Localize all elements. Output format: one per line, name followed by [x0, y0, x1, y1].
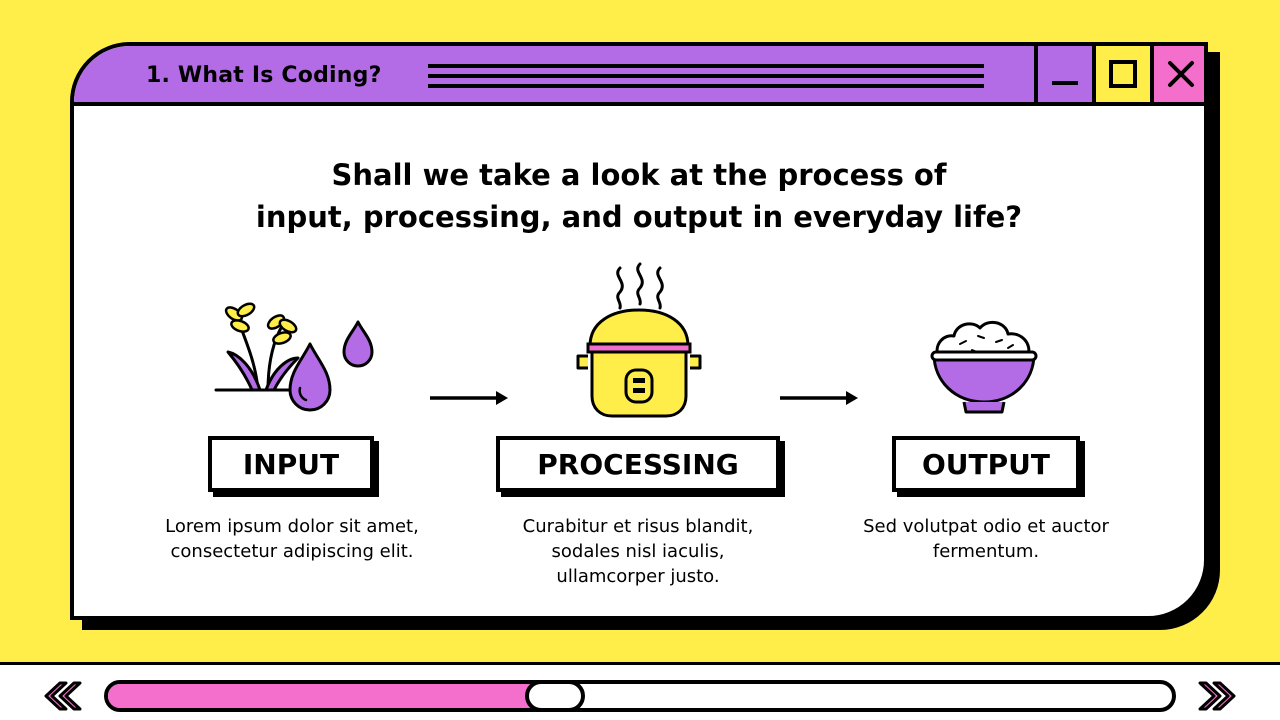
- desc-line: ullamcorper justo.: [556, 566, 720, 587]
- desc-line: consectetur adipiscing elit.: [170, 541, 414, 562]
- slide-heading: Shall we take a look at the process of i…: [74, 154, 1204, 238]
- close-button[interactable]: [1150, 46, 1204, 102]
- desc-line: Curabitur et risus blandit,: [522, 516, 754, 537]
- progress-knob[interactable]: [525, 680, 585, 712]
- minimize-button[interactable]: [1034, 46, 1092, 102]
- slide-progress-bar[interactable]: [104, 680, 1176, 712]
- step-label-processing: PROCESSING: [496, 436, 780, 492]
- close-icon: [1168, 61, 1194, 87]
- titlebar-decoration-lines: [428, 64, 984, 90]
- step-label-output: OUTPUT: [892, 436, 1080, 492]
- next-slide-icon[interactable]: [1198, 679, 1242, 713]
- desc-line: sodales nisl iaculis,: [551, 541, 725, 562]
- rice-bowl-icon: [930, 320, 1038, 414]
- window-title: 1. What Is Coding?: [146, 63, 382, 88]
- minimize-icon: [1052, 81, 1078, 85]
- maximize-icon: [1109, 60, 1137, 88]
- rice-cooker-icon: [576, 262, 702, 418]
- step-label-input: INPUT: [208, 436, 374, 492]
- step-description-processing: Curabitur et risus blandit, sodales nisl…: [468, 514, 808, 589]
- arrow-right-icon: [430, 391, 508, 405]
- step-description-output: Sed volutpat odio et auctor fermentum.: [816, 514, 1156, 564]
- previous-slide-icon[interactable]: [38, 679, 82, 713]
- slide-window: 1. What Is Coding? Shall we take a look …: [70, 42, 1208, 620]
- bottom-navigation-bar: [0, 662, 1280, 720]
- desc-line: Lorem ipsum dolor sit amet,: [165, 516, 419, 537]
- window-titlebar: 1. What Is Coding?: [74, 46, 1204, 106]
- step-description-input: Lorem ipsum dolor sit amet, consectetur …: [122, 514, 462, 564]
- heading-line-2: input, processing, and output in everyda…: [255, 200, 1023, 234]
- maximize-button[interactable]: [1092, 46, 1150, 102]
- progress-fill: [108, 684, 537, 708]
- heading-line-1: Shall we take a look at the process of: [331, 158, 947, 192]
- desc-line: Sed volutpat odio et auctor: [863, 516, 1109, 537]
- rice-plant-water-icon: [214, 302, 374, 412]
- arrow-right-icon: [780, 391, 858, 405]
- desc-line: fermentum.: [932, 541, 1040, 562]
